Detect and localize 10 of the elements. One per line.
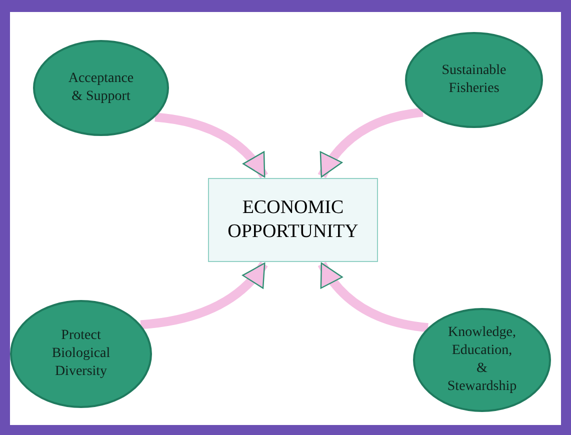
node-label: Sustainable Fisheries xyxy=(440,62,508,98)
curved-arrow xyxy=(140,261,268,330)
node-label: Protect Biological Diversity xyxy=(50,327,112,381)
node-label: Acceptance & Support xyxy=(67,70,135,106)
center-box xyxy=(208,178,378,262)
curved-arrow xyxy=(154,112,268,178)
curved-arrow xyxy=(318,108,424,178)
curved-arrow xyxy=(318,262,429,332)
node-label: Knowledge, Education, & Stewardship xyxy=(447,324,517,396)
node-label: ECONOMIC OPPORTUNITY xyxy=(226,196,360,244)
